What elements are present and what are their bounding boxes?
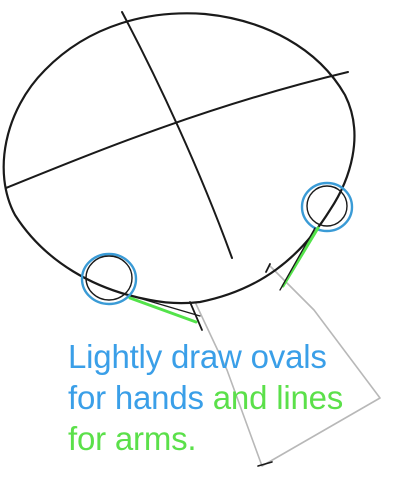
caption-line-2: for hands and lines <box>68 377 398 418</box>
vertical-guideline <box>121 11 233 259</box>
body-outline <box>195 265 381 467</box>
neck-right-stroke <box>265 263 271 273</box>
right-hand-oval-inner <box>306 185 348 227</box>
right-arm-line-sketch <box>279 227 316 291</box>
caption-line-3: for arms. <box>68 418 398 459</box>
body-bottom-tick <box>257 461 273 467</box>
caption-text-arms: for arms. <box>68 420 197 457</box>
caption-text-hands: for hands <box>68 379 204 416</box>
right-arm-line <box>281 226 320 288</box>
left-arm-line <box>128 296 198 324</box>
neck-left-stroke <box>189 301 203 331</box>
head-circle <box>2 12 356 305</box>
caption-line-1: Lightly draw ovals <box>68 336 398 377</box>
right-hand-oval <box>300 181 354 233</box>
left-hand-oval <box>80 252 138 306</box>
horizontal-guideline <box>5 71 349 189</box>
left-hand-oval-inner <box>85 255 133 301</box>
caption-text-lines: and lines <box>203 379 344 416</box>
left-arm-line-sketch <box>131 295 201 317</box>
instruction-caption: Lightly draw ovals for hands and lines f… <box>68 336 398 459</box>
caption-text-ovals: Lightly draw ovals <box>68 338 327 375</box>
